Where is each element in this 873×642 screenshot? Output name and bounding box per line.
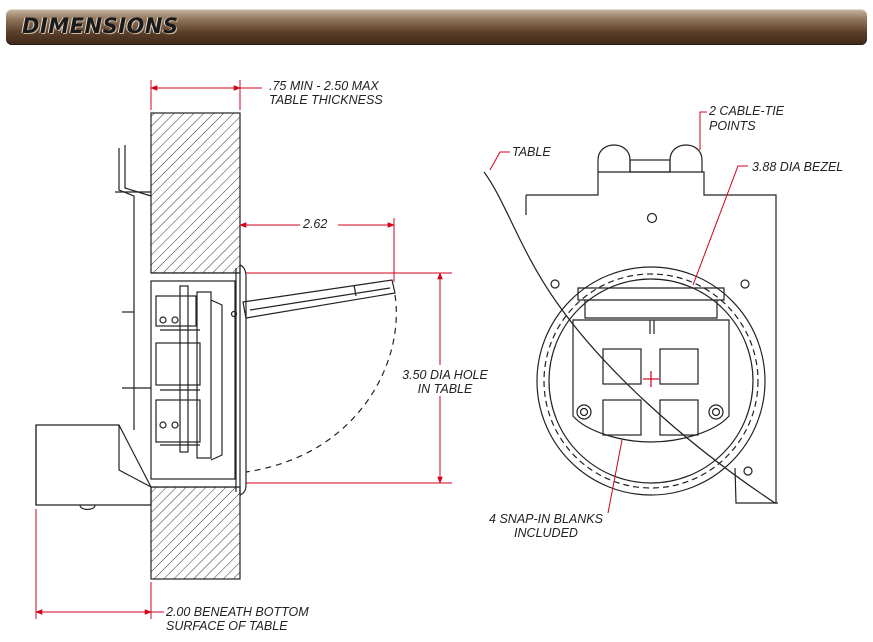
hole-label-2: IN TABLE [417, 382, 473, 396]
table-edge [483, 171, 778, 504]
lid-swing-arc [245, 294, 397, 473]
bezel-label: 3.88 DIA BEZEL [752, 160, 844, 174]
snap-in-blank-4 [659, 399, 699, 436]
snap-in-blank-2 [659, 348, 699, 385]
table-label: TABLE [512, 145, 551, 159]
depth-label: 2.62 [303, 217, 328, 231]
dimensions-banner: DIMENSIONS [6, 9, 867, 45]
side-view [35, 112, 397, 580]
beneath-label-1: 2.00 BENEATH BOTTOM [166, 605, 309, 619]
blanks-label-2: INCLUDED [514, 526, 578, 540]
top-view [483, 144, 778, 504]
open-lid [242, 279, 396, 319]
bezel-flange [235, 264, 247, 496]
snap-in-blank-1 [602, 348, 642, 385]
leader-lines [489, 111, 748, 514]
cable-tie-right [669, 144, 703, 172]
side-dimensions [35, 80, 452, 619]
beneath-label-2: SURFACE OF TABLE [166, 619, 288, 633]
blanks-label-1: 4 SNAP-IN BLANKS [489, 512, 603, 526]
junction-box [35, 424, 152, 506]
thickness-label-2: TABLE THICKNESS [269, 93, 383, 107]
page-title: DIMENSIONS [22, 14, 179, 38]
center-mark [643, 371, 659, 387]
cable-tie-left [597, 144, 631, 172]
thickness-label-1: .75 MIN - 2.50 MAX [269, 79, 379, 93]
faceplate [572, 319, 730, 443]
table-section-lower [150, 486, 241, 580]
bezel-outer [536, 266, 766, 496]
hinge [577, 287, 725, 301]
mounting-plate [526, 171, 777, 504]
table-hole-dashed [543, 273, 759, 489]
mounting-bracket [118, 145, 152, 430]
cable-tie-label-1: 2 CABLE-TIE [709, 104, 785, 118]
hole-label-1: 3.50 DIA HOLE [402, 368, 488, 382]
table-section-upper [150, 112, 241, 274]
snap-in-blank-3 [602, 399, 642, 436]
cable-tie-label-2: POINTS [709, 119, 756, 133]
